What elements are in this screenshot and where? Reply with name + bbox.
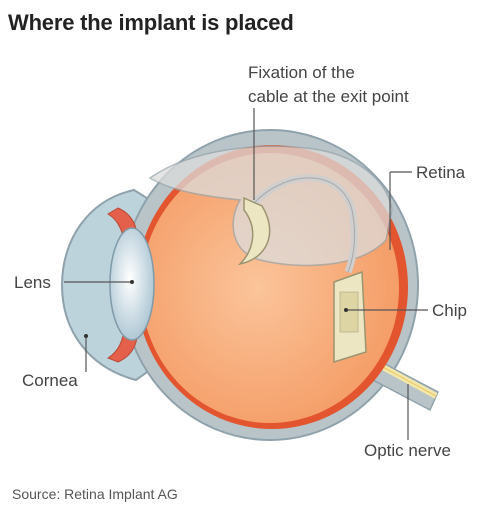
lens-label: Lens — [14, 273, 51, 292]
fixation-label-line1: Fixation of the — [248, 63, 355, 82]
diagram-title: Where the implant is placed — [8, 10, 294, 35]
retina-label: Retina — [416, 163, 466, 182]
chip-label: Chip — [432, 301, 467, 320]
optic-nerve-label: Optic nerve — [364, 441, 451, 460]
source-credit: Source: Retina Implant AG — [12, 486, 178, 502]
fixation-label-line2: cable at the exit point — [248, 87, 409, 106]
fixation-clip — [237, 196, 271, 266]
cornea-label: Cornea — [22, 371, 78, 390]
implant-overlay — [148, 145, 393, 267]
